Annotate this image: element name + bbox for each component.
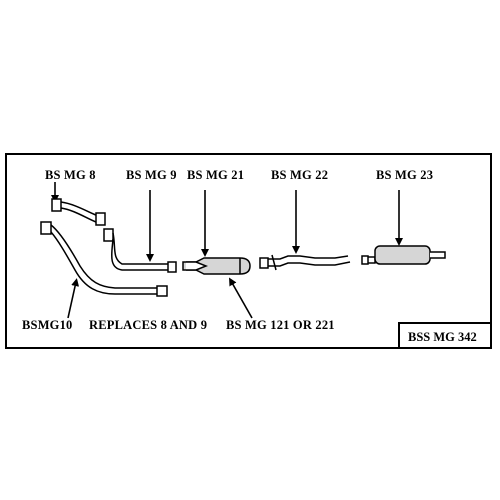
label-bsmg8: BS MG 8 — [45, 168, 96, 182]
part-bsmg23 — [361, 245, 446, 265]
label-bsmg21: BS MG 21 — [187, 168, 245, 182]
arrow-bsmg10 — [67, 278, 80, 319]
system-code: BSS MG 342 — [408, 330, 477, 344]
label-bsmg10: BSMG10 — [22, 318, 73, 332]
label-bsmg23: BS MG 23 — [376, 168, 434, 182]
label-bsmg121: BS MG 121 OR 221 — [226, 318, 335, 332]
part-bsmg9 — [103, 228, 177, 273]
part-bsmg8 — [51, 198, 106, 226]
arrow-bsmg121 — [229, 277, 253, 319]
part-bsmg22 — [259, 254, 351, 271]
label-bsmg9: BS MG 9 — [126, 168, 177, 182]
diagram-frame — [5, 153, 492, 349]
label-replaces: REPLACES 8 AND 9 — [89, 318, 208, 332]
part-bsmg10 — [40, 221, 168, 297]
label-bsmg22: BS MG 22 — [271, 168, 329, 182]
part-bsmg21 — [182, 257, 251, 275]
system-code-box: BSS MG 342 — [398, 322, 490, 349]
